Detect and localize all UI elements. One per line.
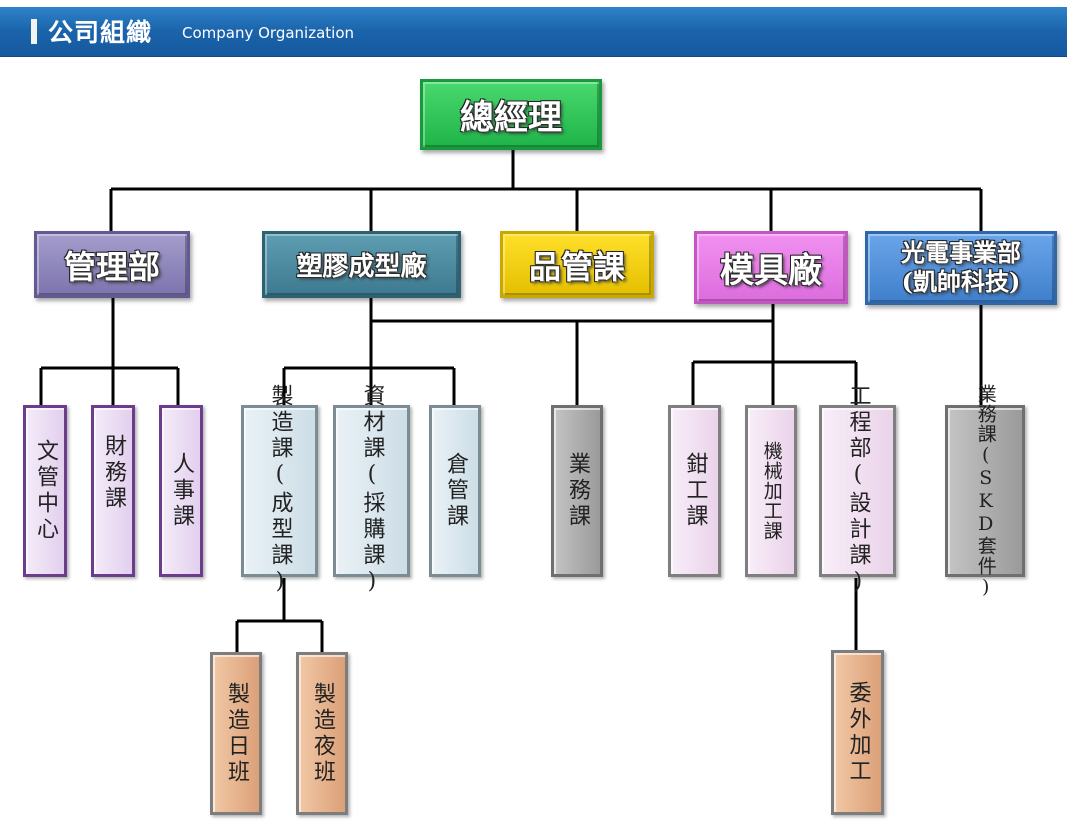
mold-plant-box: 模具廠 [694,231,848,304]
fitter-section-label: 鉗工課 [682,452,708,530]
day-shift-label: 製造日班 [223,681,249,786]
page-title: 公司組織 [48,18,153,47]
optoelectronics-division-sublabel: (凱帥科技) [901,267,1021,296]
general-manager-box: 總經理 [420,79,602,150]
warehouse-section-label: 倉管課 [442,452,468,530]
sales-section-label: 業務課 [564,452,590,530]
materials-section-box: 資材課(採購課) [333,384,410,598]
engineering-dept-box: 工程部(設計課) [819,384,896,598]
optoelectronics-division-box: 光電事業部 (凱帥科技) [865,231,1057,305]
fitter-section-box: 鉗工課 [668,405,721,577]
manufacturing-section-label: 製造課(成型課) [267,384,293,598]
management-dept-label: 管理部 [63,247,160,286]
warehouse-section-box: 倉管課 [429,405,481,577]
outsourcing-box: 委外加工 [831,650,884,815]
document-center-label: 文管中心 [32,439,58,543]
sales-section-box: 業務課 [551,405,603,577]
optoelectronics-division-label: 光電事業部 [901,238,1021,268]
plastic-molding-plant-label: 塑膠成型廠 [296,252,427,282]
materials-section-label: 資材課(採購課) [359,384,385,598]
machining-section-box: 機械加工課 [745,405,797,577]
header-accent-bar [31,19,37,44]
skd-sales-section-label: 業務課(SKD套件) [974,383,997,599]
night-shift-box: 製造夜班 [296,652,348,815]
hr-section-box: 人事課 [159,405,203,577]
mold-plant-label: 模具廠 [720,251,822,291]
document-center-box: 文管中心 [23,405,67,577]
hr-section-label: 人事課 [168,452,194,530]
manufacturing-section-box: 製造課(成型課) [241,384,318,598]
day-shift-box: 製造日班 [210,652,262,815]
general-manager-label: 總經理 [460,98,562,138]
night-shift-label: 製造夜班 [309,681,335,786]
engineering-dept-label: 工程部(設計課) [845,384,871,598]
management-dept-box: 管理部 [34,231,190,298]
quality-control-label: 品管課 [528,247,625,286]
page-header: 公司組織 Company Organization [0,7,1067,57]
finance-section-label: 財務課 [100,434,126,512]
quality-control-box: 品管課 [500,231,654,298]
page-subtitle: Company Organization [182,24,355,42]
outsourcing-label: 委外加工 [845,680,871,785]
plastic-molding-plant-box: 塑膠成型廠 [262,231,461,298]
finance-section-box: 財務課 [91,405,135,577]
skd-sales-section-box: 業務課(SKD套件) [945,384,1025,599]
machining-section-label: 機械加工課 [760,441,783,541]
